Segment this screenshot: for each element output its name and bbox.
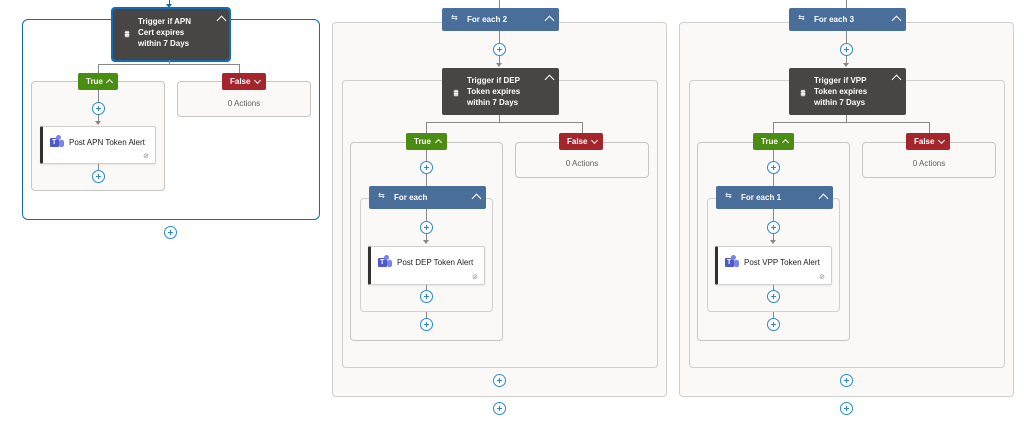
collapse-icon[interactable] xyxy=(471,193,482,204)
add-step-button[interactable] xyxy=(840,374,853,387)
add-step-button[interactable] xyxy=(420,290,433,303)
condition-icon: ⩩ xyxy=(124,29,130,39)
true-branch-badge[interactable]: True xyxy=(78,73,118,90)
add-step-button[interactable] xyxy=(92,170,105,183)
loop-icon: ⇆ xyxy=(451,13,458,22)
loop-icon: ⇆ xyxy=(378,191,385,200)
add-step-button[interactable] xyxy=(92,102,105,115)
teams-icon: T xyxy=(50,135,64,148)
condition-title: Trigger if APN Cert expires within 7 Day… xyxy=(138,17,192,48)
add-step-button[interactable] xyxy=(420,318,433,331)
foreach-2-header[interactable]: ⇆ For each 2 xyxy=(442,8,559,31)
foreach-label: For each 2 xyxy=(467,15,508,24)
foreach-label: For each xyxy=(394,193,428,202)
false-actions-count: 0 Actions xyxy=(912,159,946,168)
apn-condition-card[interactable]: ⩩ Trigger if APN Cert expires within 7 D… xyxy=(111,7,231,62)
chevron-up-icon xyxy=(781,138,790,147)
loop-icon: ⇆ xyxy=(725,191,732,200)
link-icon: ⊘ xyxy=(819,274,825,281)
teams-icon: T xyxy=(725,255,739,268)
false-branch-badge[interactable]: False xyxy=(559,133,603,150)
add-step-button[interactable] xyxy=(767,318,780,331)
add-step-button[interactable] xyxy=(164,226,177,239)
collapse-icon[interactable] xyxy=(891,74,902,85)
add-step-button[interactable] xyxy=(767,290,780,303)
add-step-button[interactable] xyxy=(493,43,506,56)
true-branch-badge[interactable]: True xyxy=(753,133,794,150)
link-icon: ⊘ xyxy=(472,274,478,281)
condition-title: Trigger if DEP Token expires within 7 Da… xyxy=(467,76,521,107)
add-step-button[interactable] xyxy=(840,43,853,56)
add-step-button[interactable] xyxy=(493,402,506,415)
add-step-button[interactable] xyxy=(493,374,506,387)
chevron-down-icon xyxy=(937,136,946,145)
foreach-header[interactable]: ⇆ For each 1 xyxy=(716,186,833,209)
dep-condition-card[interactable]: ⩩ Trigger if DEP Token expires within 7 … xyxy=(442,68,559,115)
collapse-icon[interactable] xyxy=(891,15,902,26)
action-label: Post VPP Token Alert xyxy=(744,258,820,267)
chevron-up-icon xyxy=(434,138,443,147)
false-actions-count: 0 Actions xyxy=(565,159,599,168)
condition-icon: ⩩ xyxy=(453,88,459,98)
false-branch-badge[interactable]: False xyxy=(906,133,950,150)
chevron-up-icon xyxy=(105,78,114,87)
teams-icon: T xyxy=(378,255,392,268)
false-actions-count: 0 Actions xyxy=(227,99,261,108)
add-step-button[interactable] xyxy=(840,402,853,415)
foreach-header[interactable]: ⇆ For each xyxy=(369,186,486,209)
add-step-button[interactable] xyxy=(420,161,433,174)
add-step-button[interactable] xyxy=(767,221,780,234)
false-branch-badge[interactable]: False xyxy=(222,73,266,90)
post-apn-alert-action[interactable]: T Post APN Token Alert ⊘ xyxy=(40,126,156,164)
loop-icon: ⇆ xyxy=(798,13,805,22)
foreach-label: For each 3 xyxy=(814,15,855,24)
action-label: Post DEP Token Alert xyxy=(397,258,474,267)
action-label: Post APN Token Alert xyxy=(69,138,145,147)
post-dep-alert-action[interactable]: T Post DEP Token Alert ⊘ xyxy=(368,246,485,285)
condition-icon: ⩩ xyxy=(800,88,806,98)
add-step-button[interactable] xyxy=(420,221,433,234)
foreach-label: For each 1 xyxy=(741,193,782,202)
collapse-icon[interactable] xyxy=(818,193,829,204)
true-branch-badge[interactable]: True xyxy=(406,133,447,150)
collapse-icon[interactable] xyxy=(216,15,227,26)
post-vpp-alert-action[interactable]: T Post VPP Token Alert ⊘ xyxy=(715,246,832,285)
chevron-down-icon xyxy=(590,136,599,145)
vpp-condition-card[interactable]: ⩩ Trigger if VPP Token expires within 7 … xyxy=(789,68,906,115)
link-icon: ⊘ xyxy=(143,153,149,160)
chevron-down-icon xyxy=(253,76,262,85)
collapse-icon[interactable] xyxy=(544,15,555,26)
collapse-icon[interactable] xyxy=(544,74,555,85)
add-step-button[interactable] xyxy=(767,161,780,174)
foreach-3-header[interactable]: ⇆ For each 3 xyxy=(789,8,906,31)
condition-title: Trigger if VPP Token expires within 7 Da… xyxy=(814,76,868,107)
